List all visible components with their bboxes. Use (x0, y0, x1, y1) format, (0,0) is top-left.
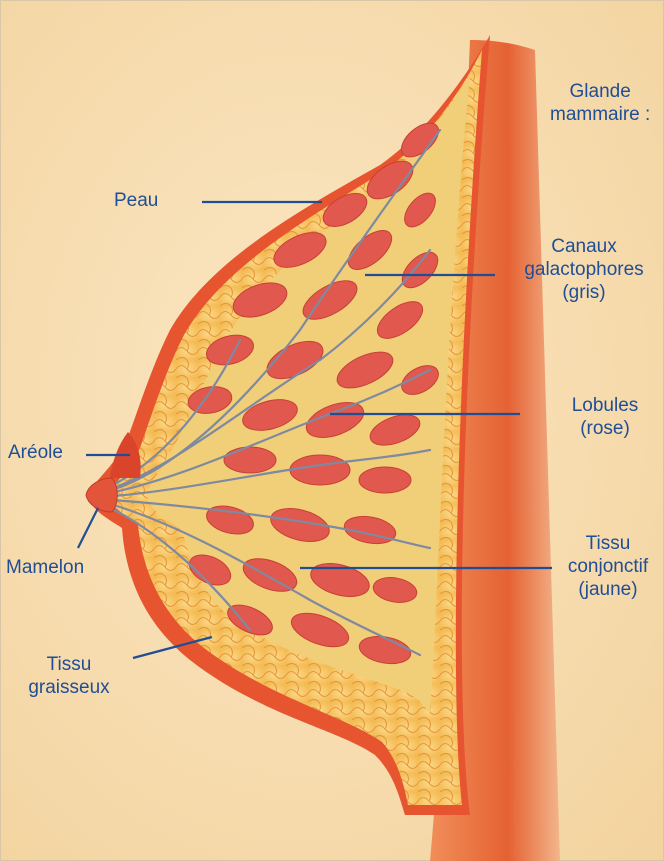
label-glande-mammaire: Glande mammaire : (550, 80, 650, 126)
label-lobules: Lobules (rose) (557, 394, 653, 440)
label-tissu-graisseux: Tissu graisseux (14, 653, 124, 699)
label-canaux-line2: galactophores (506, 258, 662, 281)
label-graisseux-line2: graisseux (14, 676, 124, 699)
label-lobules-line1: Lobules (557, 394, 653, 417)
label-canaux-line1: Canaux (506, 235, 662, 258)
label-canaux-galactophores: Canaux galactophores (gris) (506, 235, 662, 304)
label-lobules-line2: (rose) (557, 417, 653, 440)
label-peau: Peau (114, 189, 158, 212)
label-conjonctif-line2: conjonctif (560, 555, 656, 578)
label-conjonctif-line1: Tissu (560, 532, 656, 555)
label-conjonctif-line3: (jaune) (560, 578, 656, 601)
label-glande-line2: mammaire : (550, 103, 650, 126)
label-areole: Aréole (8, 441, 63, 464)
label-graisseux-line1: Tissu (14, 653, 124, 676)
label-tissu-conjonctif: Tissu conjonctif (jaune) (560, 532, 656, 601)
label-glande-line1: Glande (550, 80, 650, 103)
label-mamelon: Mamelon (6, 556, 84, 579)
label-canaux-line3: (gris) (506, 281, 662, 304)
